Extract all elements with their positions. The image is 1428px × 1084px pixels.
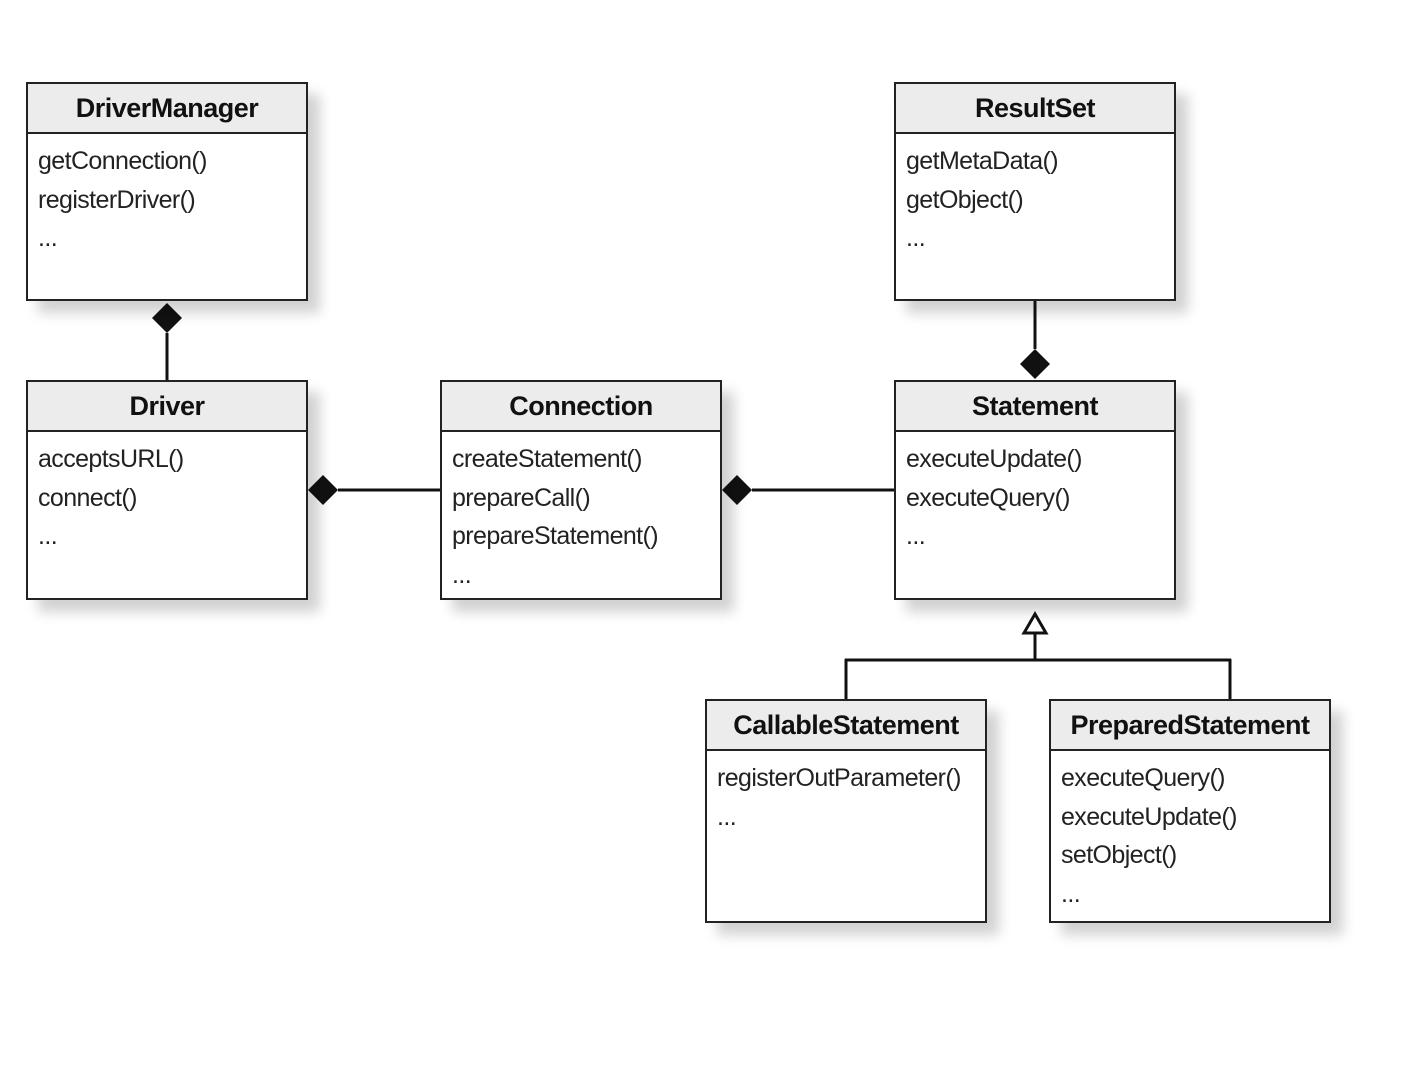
method-item: prepareStatement() [452, 522, 659, 550]
method-list: acceptsURL() connect() ... [28, 432, 306, 556]
method-item: ... [452, 560, 472, 589]
method-item: executeUpdate() [906, 445, 1082, 473]
class-name: DriverManager [28, 84, 306, 134]
method-item: prepareCall() [452, 483, 591, 512]
connection-composition-diamond [722, 475, 752, 505]
method-item: setObject() [1061, 841, 1177, 869]
class-name: ResultSet [896, 84, 1174, 134]
method-list: registerOutParameter() ... [707, 751, 985, 836]
method-item: getMetaData() [906, 147, 1059, 175]
class-name: CallableStatement [707, 701, 985, 751]
method-item: ... [1061, 879, 1081, 908]
generalization-triangle [1021, 611, 1049, 635]
method-list: executeQuery() executeUpdate() setObject… [1051, 751, 1329, 913]
method-item: getObject() [906, 185, 1024, 214]
method-item: ... [38, 224, 58, 252]
method-item: executeUpdate() [1061, 802, 1237, 831]
class-prepared-statement: PreparedStatement executeQuery() execute… [1049, 699, 1331, 923]
class-name: PreparedStatement [1051, 701, 1329, 751]
method-item: ... [717, 802, 737, 831]
method-item: connect() [38, 483, 137, 512]
method-item: registerDriver() [38, 185, 196, 214]
method-list: getConnection() registerDriver() ... [28, 134, 306, 258]
method-item: acceptsURL() [38, 445, 184, 473]
class-driver: Driver acceptsURL() connect() ... [26, 380, 308, 600]
class-result-set: ResultSet getMetaData() getObject() ... [894, 82, 1176, 301]
class-connection: Connection createStatement() prepareCall… [440, 380, 722, 600]
method-list: executeUpdate() executeQuery() ... [896, 432, 1174, 556]
class-callable-statement: CallableStatement registerOutParameter()… [705, 699, 987, 923]
method-item: executeQuery() [906, 483, 1070, 512]
method-item: createStatement() [452, 445, 642, 473]
method-list: createStatement() prepareCall() prepareS… [442, 432, 720, 594]
method-item: executeQuery() [1061, 764, 1225, 792]
driver-manager-composition-diamond [152, 303, 182, 333]
statement-composition-diamond [1020, 349, 1050, 379]
class-name: Driver [28, 382, 306, 432]
method-item: ... [38, 522, 58, 550]
method-list: getMetaData() getObject() ... [896, 134, 1174, 258]
class-name: Connection [442, 382, 720, 432]
class-driver-manager: DriverManager getConnection() registerDr… [26, 82, 308, 301]
method-item: getConnection() [38, 147, 207, 175]
method-item: ... [906, 224, 926, 252]
method-item: ... [906, 522, 926, 550]
method-item: registerOutParameter() [717, 764, 961, 792]
class-statement: Statement executeUpdate() executeQuery()… [894, 380, 1176, 600]
class-name: Statement [896, 382, 1174, 432]
driver-composition-diamond [308, 475, 338, 505]
